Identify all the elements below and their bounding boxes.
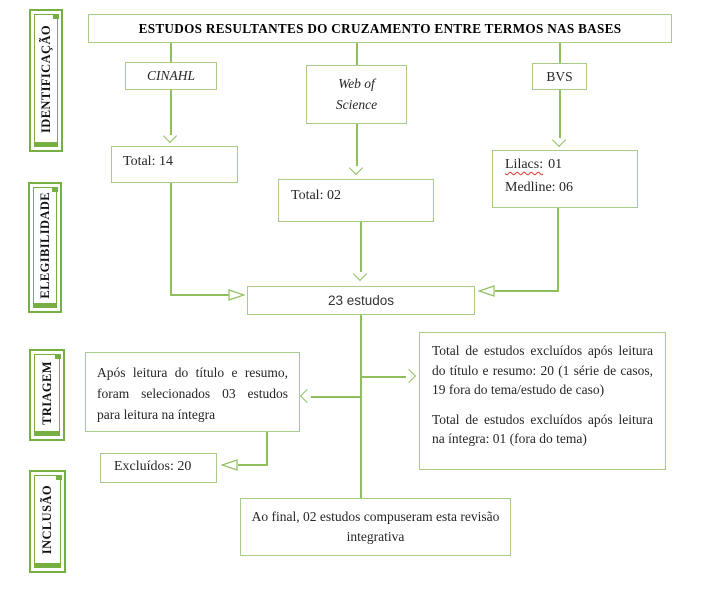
- phase-label-text: IDENTIFICAÇÃO: [38, 24, 53, 133]
- phase-label-inner-frame: ELEGIBILIDADE: [33, 187, 58, 308]
- arrowhead-down-icon: [162, 128, 178, 144]
- cinahl-total-box: Total: 14: [111, 146, 238, 183]
- connector-bvs-pooled: [495, 290, 558, 292]
- arrowhead-left-icon: [478, 285, 495, 297]
- connector-bvs-pooled: [557, 208, 559, 292]
- source-box-web-of-science: Web of Science: [306, 65, 407, 124]
- phase-label-inner-frame: TRIAGEM: [34, 354, 61, 436]
- lilacs-label: Lilacs:: [505, 157, 544, 172]
- connector-total14-pooled: [170, 183, 172, 296]
- screening-box: Após leitura do título e resumo, foram s…: [85, 352, 300, 432]
- phase-label-text: TRIAGEM: [39, 361, 54, 425]
- connector-screening-excluded: [238, 464, 267, 466]
- connector-pooled-final: [360, 315, 362, 498]
- connector-title-cinahl: [170, 43, 172, 62]
- lilacs-count-line: Lilacs: 01: [505, 157, 637, 173]
- arrowhead-left-icon: [221, 459, 238, 471]
- arrow-cinahl-total: [170, 90, 172, 135]
- lilacs-value: 01: [548, 157, 563, 172]
- exclusions-box: Total de estudos excluídos após leitura …: [419, 332, 666, 470]
- arrow-wos-total: [356, 124, 358, 166]
- final-box: Ao final, 02 estudos compuseram esta rev…: [240, 498, 511, 556]
- phase-label-identificacao: IDENTIFICAÇÃO: [29, 9, 63, 152]
- pooled-studies-box: 23 estudos: [247, 286, 475, 315]
- connector-title-wos: [356, 43, 358, 65]
- source-box-bvs: BVS: [532, 63, 587, 90]
- arrow-total02-pooled: [360, 222, 362, 272]
- arrowhead-down-icon: [551, 132, 567, 148]
- connector-title-bvs: [559, 43, 561, 63]
- title-box: ESTUDOS RESULTANTES DO CRUZAMENTO ENTRE …: [88, 14, 672, 43]
- connector-total14-pooled: [170, 294, 230, 296]
- arrowhead-right-icon: [228, 289, 245, 301]
- arrowhead-down-icon: [352, 266, 368, 282]
- arrowhead-left-icon: [299, 388, 315, 404]
- arrow-stem-exclusions: [361, 376, 406, 378]
- phase-label-text: ELEGIBILIDADE: [37, 192, 52, 299]
- medline-count-line: Medline: 06: [505, 180, 574, 195]
- source-box-cinahl: CINAHL: [125, 62, 217, 90]
- phase-label-inclusao: INCLUSÃO: [29, 470, 66, 573]
- exclusions-paragraph-1: Total de estudos excluídos após leitura …: [432, 343, 653, 397]
- connector-screening-excluded: [266, 432, 268, 466]
- arrowhead-down-icon: [348, 160, 364, 176]
- phase-label-elegibilidade: ELEGIBILIDADE: [28, 182, 62, 313]
- wos-total-box: Total: 02: [278, 179, 434, 222]
- arrow-bvs-results: [559, 90, 561, 138]
- phase-label-triagem: TRIAGEM: [29, 349, 65, 441]
- phase-label-inner-frame: INCLUSÃO: [34, 475, 62, 568]
- bvs-results-box: Lilacs: 01 Medline: 06: [492, 150, 638, 208]
- phase-label-inner-frame: IDENTIFICAÇÃO: [34, 14, 59, 147]
- arrowhead-right-icon: [401, 368, 417, 384]
- arrow-stem-screening: [311, 396, 361, 398]
- phase-label-text: INCLUSÃO: [40, 484, 54, 555]
- excluded-box: Excluídos: 20: [100, 453, 217, 483]
- exclusions-paragraph-2: Total de estudos excluídos após leitura …: [432, 411, 653, 447]
